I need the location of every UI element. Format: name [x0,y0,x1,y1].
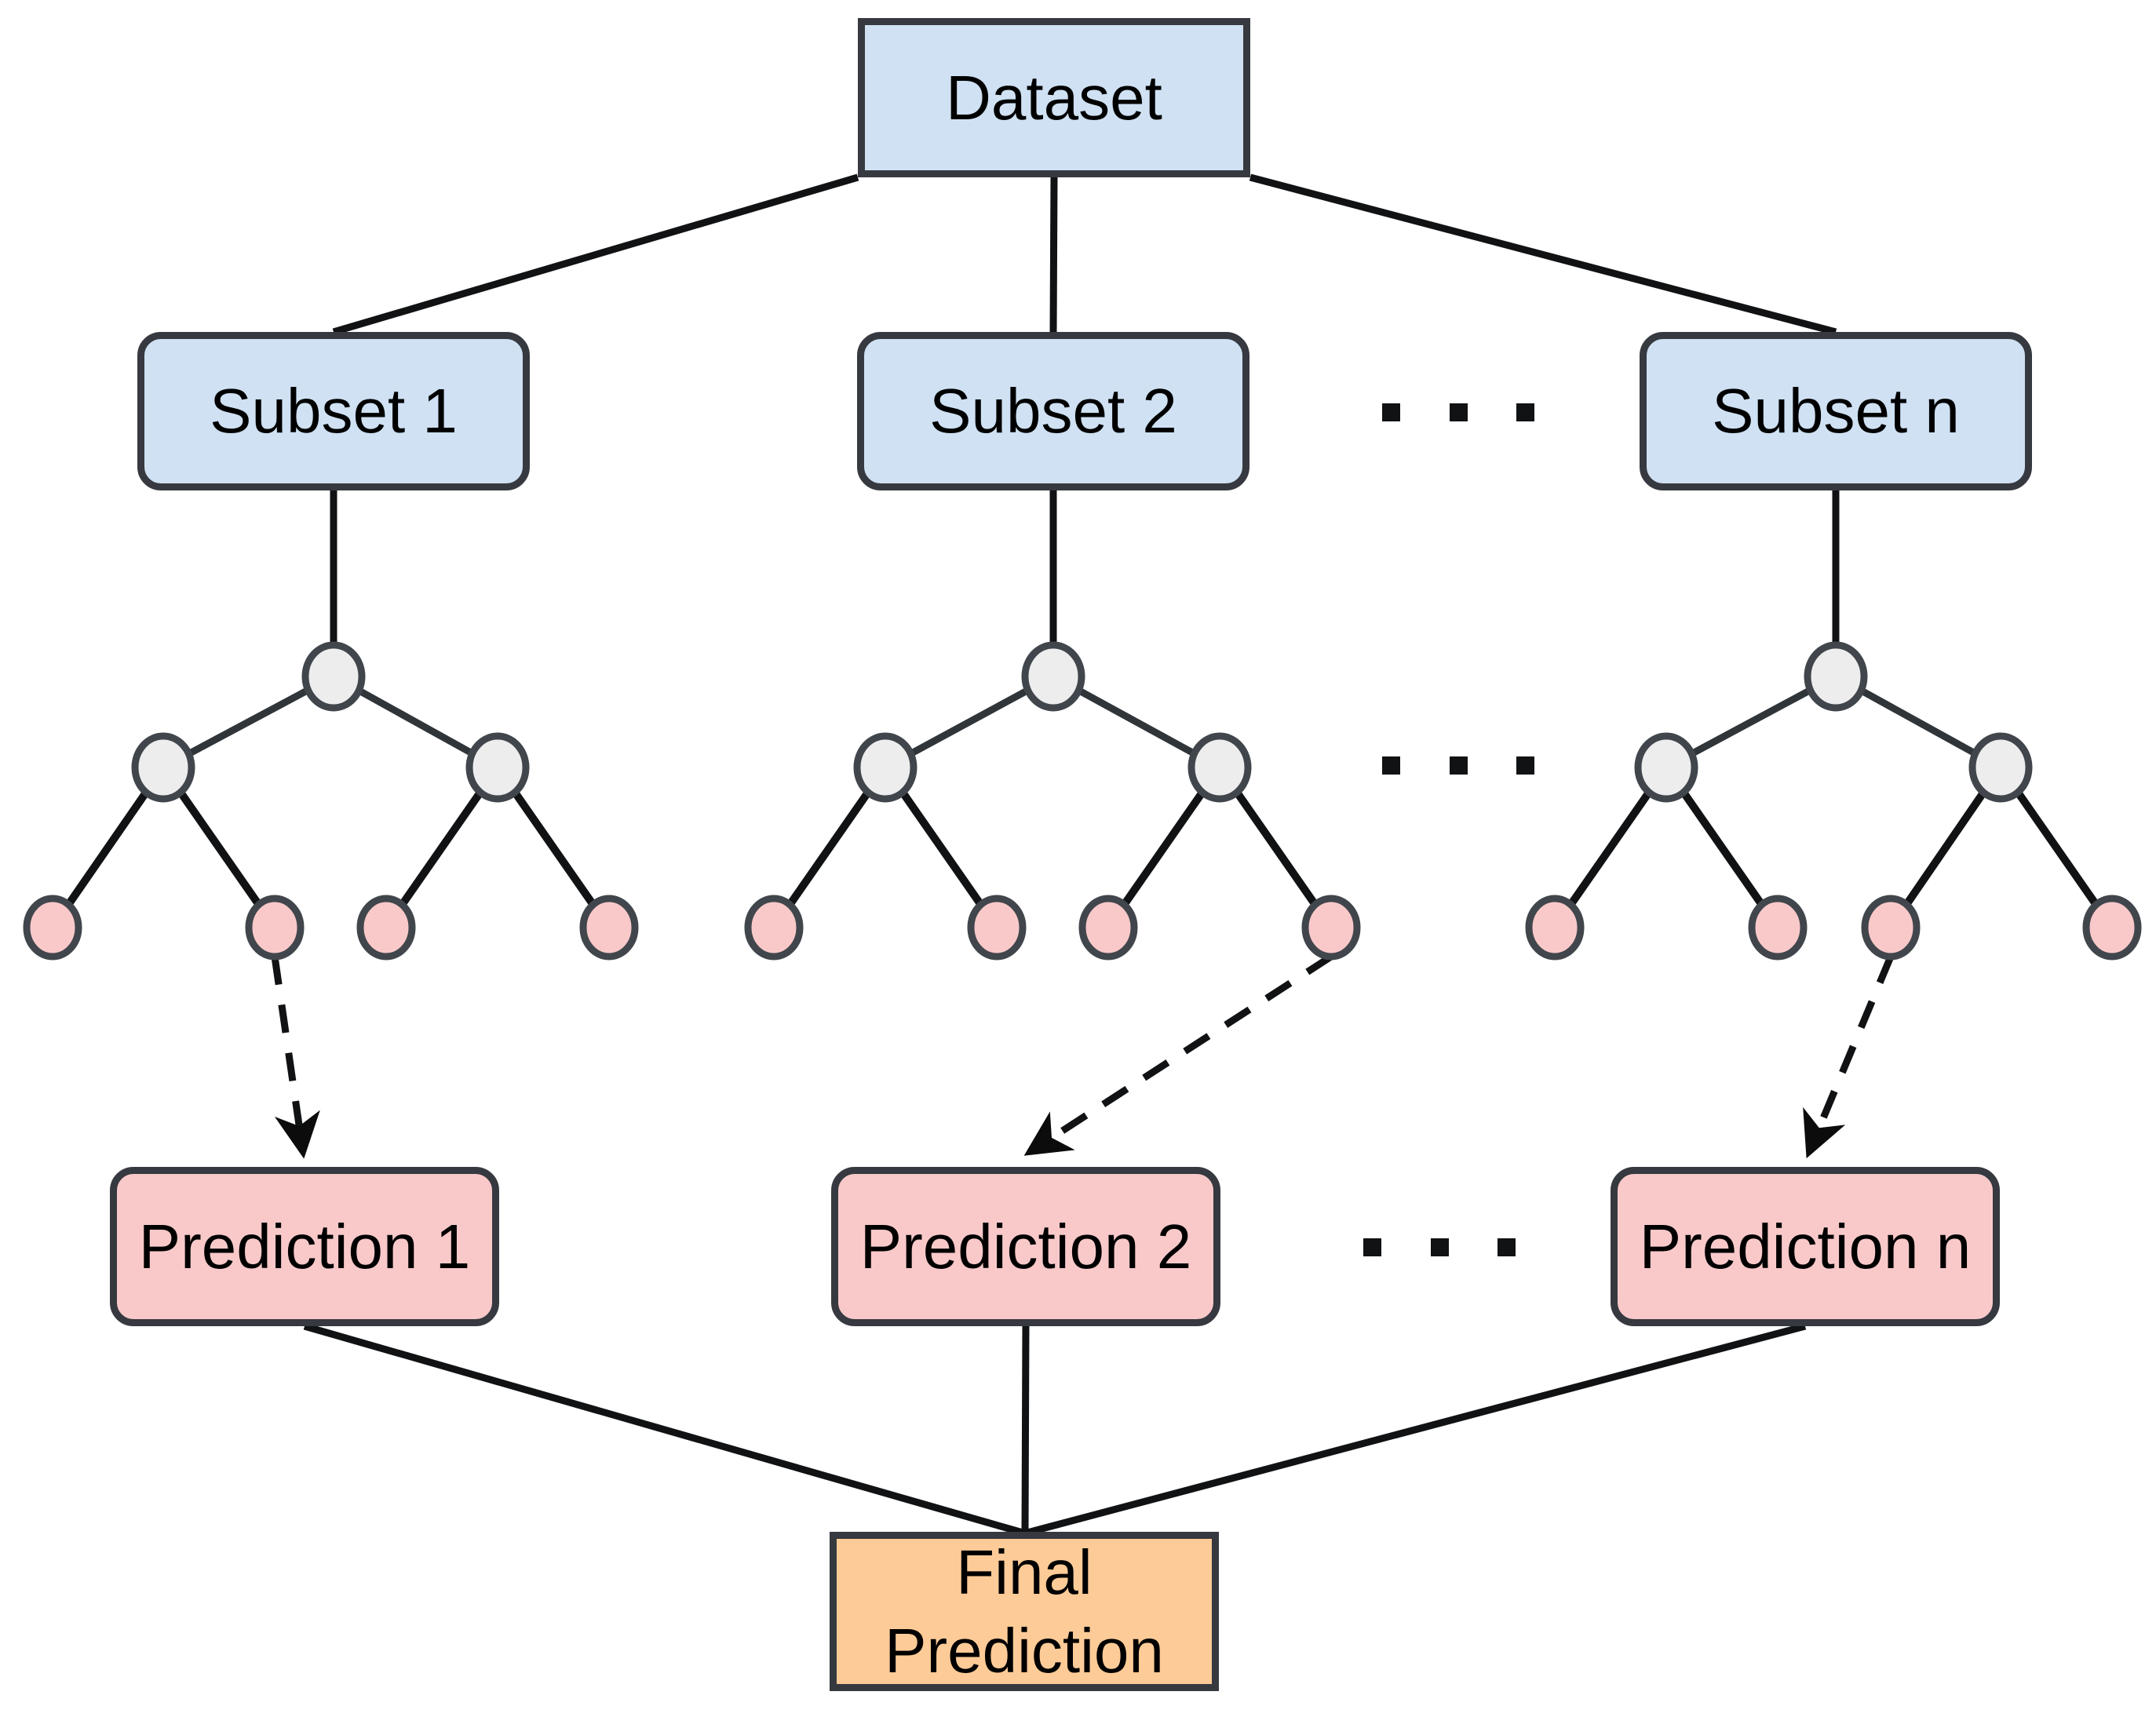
final-prediction-box: Final Prediction [830,1532,1219,1691]
ellipsis-dot [1382,756,1400,775]
tree2-leaf-node [1078,895,1138,961]
ellipsis-dot [1363,1238,1381,1256]
ellipsis-dot [1450,403,1468,421]
ellipsis-dot [1382,403,1400,421]
subset-2-label: Subset 2 [929,376,1177,446]
tree1-internal-node [465,732,530,803]
tree1-root-node [301,641,366,712]
treen-internal-node [1634,732,1698,803]
subset-n-label: Subset n [1712,376,1960,446]
dashed-arrow-tree2-prediction2 [1023,953,1333,1156]
prediction-2-label: Prediction 2 [859,1211,1192,1281]
subset-1-label: Subset 1 [210,376,458,446]
dataset-box: Dataset [858,18,1250,177]
tree2-leaf-node [744,895,804,961]
edge-prediction1-final [303,1322,1024,1537]
ellipsis-dot [1516,403,1534,421]
edge-dataset-subsetn [1249,173,1837,336]
subset-n-box: Subset n [1640,332,2032,490]
edge-dataset-subset2 [1049,177,1058,333]
edge-prediction2-final [1021,1325,1030,1533]
treen-leaf-node [2082,895,2142,961]
treen-leaf-node [1861,895,1921,961]
ellipsis-dot [1516,756,1534,775]
tree1-leaf-node [579,895,639,961]
tree2-root-node [1021,641,1085,712]
ellipsis-dot [1450,756,1468,775]
subset-1-box: Subset 1 [137,332,530,490]
prediction-n-label: Prediction n [1639,1211,1972,1281]
ellipsis-dot [1431,1238,1449,1256]
tree2-internal-node [1187,732,1252,803]
final-prediction-label-line2: Prediction [885,1615,1164,1686]
edge-predictionn-final [1026,1322,1807,1537]
treen-leaf-node [1748,895,1808,961]
treen-root-node [1804,641,1868,712]
dashed-arrow-treen-predictionn [1803,955,1895,1159]
final-prediction-label-line1: Final [956,1537,1093,1607]
subset-2-box: Subset 2 [857,332,1249,490]
treen-leaf-node [1525,895,1585,961]
tree2-internal-node [853,732,917,803]
prediction-1-label: Prediction 1 [138,1211,471,1281]
tree2-leaf-node [967,895,1027,961]
prediction-2-box: Prediction 2 [831,1167,1220,1326]
ellipsis-dot [1498,1238,1516,1256]
tree1-leaf-node [23,895,82,961]
dataset-label: Dataset [946,62,1162,133]
edge-dataset-subset1 [332,173,859,336]
tree1-internal-node [131,732,195,803]
tree1-leaf-node [245,895,305,961]
tree1-leaf-node [356,895,416,961]
tree2-leaf-node [1301,895,1361,961]
prediction-1-box: Prediction 1 [110,1167,499,1326]
dashed-arrow-tree1-prediction1 [271,956,320,1159]
treen-internal-node [1968,732,2033,803]
prediction-n-box: Prediction n [1611,1167,2000,1326]
